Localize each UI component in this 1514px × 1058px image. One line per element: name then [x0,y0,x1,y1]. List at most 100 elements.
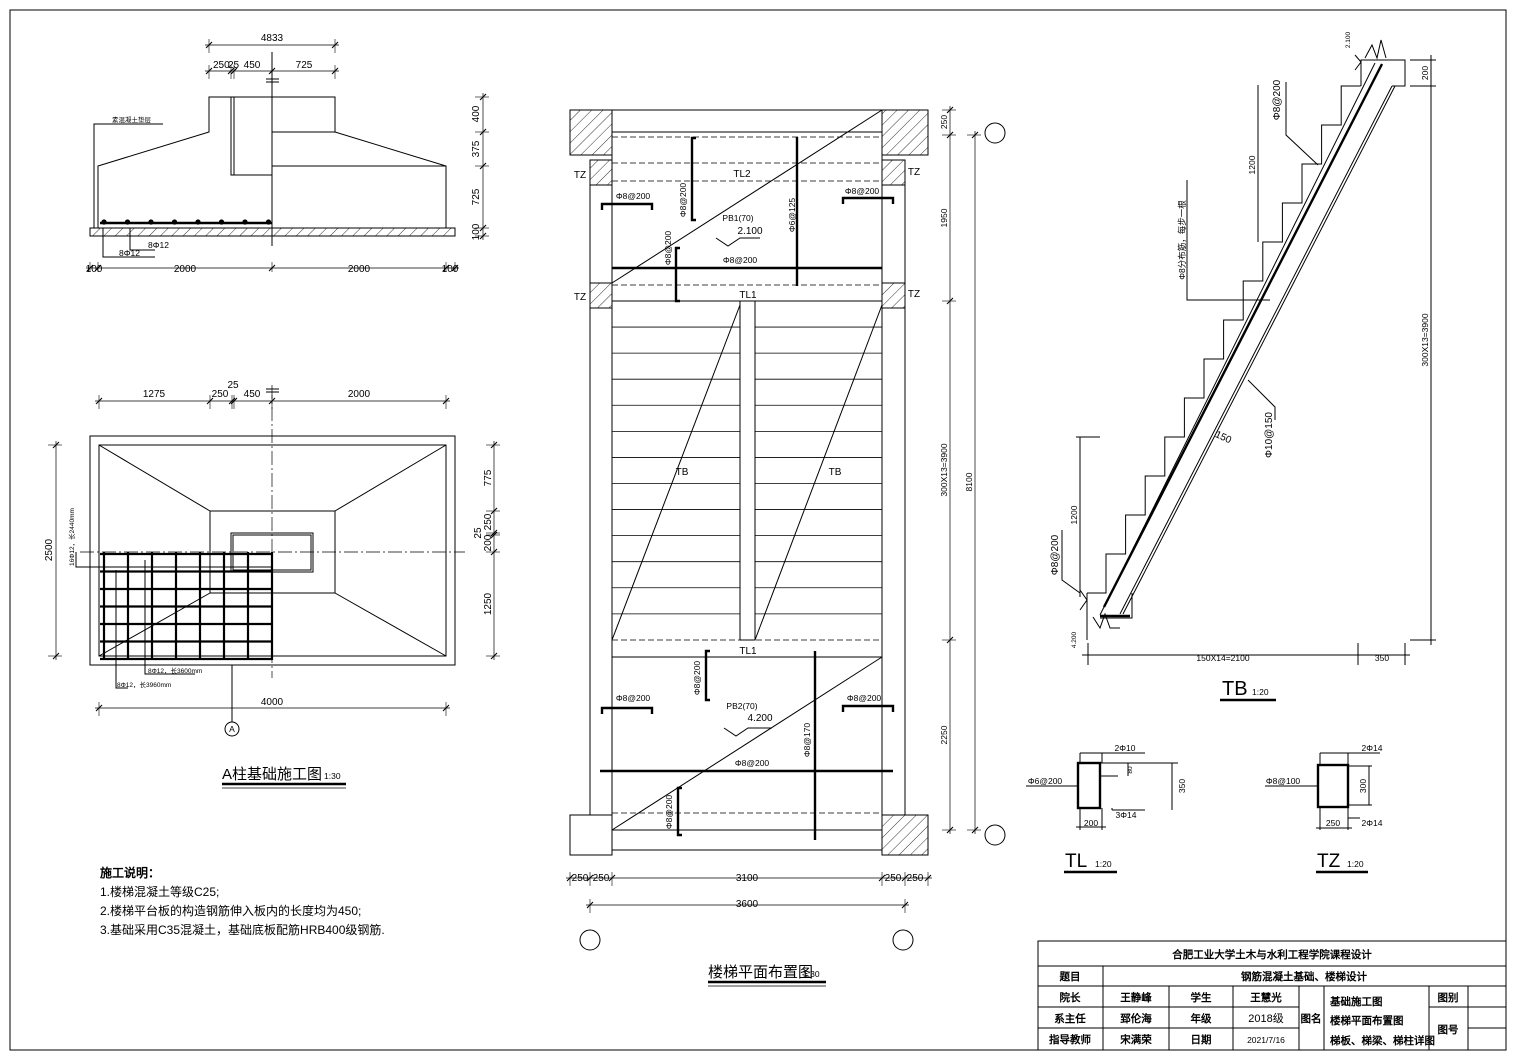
rebar-dot [148,219,154,225]
rebar-dot [171,219,178,225]
date-value: 2021/7/16 [1247,1035,1285,1045]
stair-plan-title: 楼梯平面布置图 [708,964,813,981]
elevation-4200: 4.200 [747,713,772,724]
rebar-label: Φ8@200 [723,255,758,265]
tl-top-rebar: 2Φ10 [1115,743,1136,753]
plan-right-dim-2: 250 [483,513,494,530]
bottom-dim: 250 [885,873,902,884]
rebar-label: Φ8@200 [663,231,673,266]
rebar-x1-label: 8Φ12，长3600mm [148,666,202,675]
plan-right-dim-1: 775 [483,469,494,486]
bottom-dim: 3100 [736,873,759,884]
tb-dist-rebar: Φ8分布筋，每步一根 [1177,200,1187,280]
tz-scale: 1:20 [1347,859,1364,869]
foundation-plan-scale: 1:30 [324,771,341,781]
grade-value: 2018级 [1248,1012,1283,1025]
tz-width: 250 [1326,818,1340,828]
tl-scale: 1:20 [1095,859,1112,869]
rebar-dot [242,219,248,225]
right-dim: 300X13=3900 [939,443,949,496]
rebar-dot [195,219,201,225]
tb-h-top: 1200 [1247,155,1257,174]
tz-label: TZ [574,292,586,303]
tz-bottom-rebar: 2Φ14 [1362,818,1383,828]
tb-label: TB [676,467,689,478]
rebar-dot [101,219,107,225]
student-value: 王慧光 [1250,991,1282,1004]
note-item: 2.楼梯平台板的构造钢筋伸入板内的长度均为450; [100,903,361,918]
dean-label: 院长 [1060,991,1082,1004]
tz-title: TZ [1317,851,1341,872]
tb-bottom-rebar: Φ8@200 [1050,534,1061,575]
tb-thickness: 150 [1213,429,1233,446]
advisor-value: 宋满荣 [1119,1033,1152,1046]
rebar-dot [265,219,272,225]
plan-right-dim-4: 200 [483,534,494,551]
base-dim-4: 100 [442,264,459,275]
rebar-label: Φ8@200 [616,191,651,201]
drawing-name: 梯板、梯梁、梯柱详图 [1330,1034,1435,1047]
dim-d: 725 [296,60,313,71]
category-label: 图别 [1438,991,1459,1004]
rebar-label: Φ8@170 [802,723,812,758]
rebar-label: Φ8@200 [692,661,702,696]
number-label: 图号 [1438,1024,1459,1036]
bottom-dim: 250 [593,873,610,884]
height-3: 725 [471,188,482,205]
tb-run: 150X14=2100 [1196,653,1249,663]
foundation-plan-title: A柱基础施工图 [222,766,322,783]
plan-top-dim-4: 450 [244,389,261,400]
tb-main-rebar: Φ10@150 [1264,412,1275,458]
dim-total: 4833 [261,33,284,44]
tb-title: TB [1222,678,1248,700]
tl1-label: TL1 [739,290,757,301]
foundation-plan: 1275 250 25 450 2000 2500 775 250 25 200… [44,380,494,789]
school-name: 合肥工业大学土木与水利工程学院课程设计 [1171,948,1372,961]
drawing-name: 楼梯平面布置图 [1330,1014,1404,1027]
dim-a: 250 [213,60,230,71]
foundation-section: 4833 250 25 450 725 素混凝土垫层 8Φ12 8Φ12 400… [86,33,482,275]
tl-cover: 80 [1127,766,1134,774]
tl-stirrup: Φ6@200 [1028,776,1063,786]
tz-stirrup: Φ8@100 [1266,776,1301,786]
tb-h-bottom: 1200 [1069,505,1079,524]
bottom-dim: 250 [572,873,589,884]
note-item: 1.楼梯混凝土等级C25; [100,884,219,899]
title-block: 合肥工业大学土木与水利工程学院课程设计 题目 钢筋混凝土基础、楼梯设计 院长 王… [1037,940,1507,1051]
subject-value: 钢筋混凝土基础、楼梯设计 [1241,970,1367,983]
rebar-label: Φ8@200 [845,186,880,196]
right-dim: 250 [939,115,949,129]
date-label: 日期 [1191,1033,1212,1046]
plan-bottom-dim: 4000 [261,697,284,708]
construction-notes: 施工说明： 1.楼梯混凝土等级C25; 2.楼梯平台板的构造钢筋伸入板内的长度均… [100,865,385,937]
sheet-border [9,9,1507,1051]
grade-label: 年级 [1191,1012,1213,1025]
tb-elev-top: 2.100 [1345,31,1352,48]
base-dim-3: 2000 [348,264,371,275]
tl-width: 200 [1084,818,1098,828]
tb-detail: 2.100 Φ8@200 1200 Φ8分布筋，每步一根 Φ10@150 150… [1050,31,1436,702]
height-2: 375 [471,140,482,157]
dean-value: 王静峰 [1120,991,1152,1004]
plan-top-dim-3: 25 [227,380,239,391]
rebar-y-label: 16Φ12，长2440mm [67,508,76,566]
rebar-label-1: 8Φ12 [148,240,169,250]
head-label: 系主任 [1054,1012,1086,1025]
right-dim: 2250 [939,725,949,744]
tz-detail: 2Φ14 Φ8@100 2Φ14 300 250 TZ 1:20 [1265,743,1383,874]
tb-top-rebar: Φ8@200 [1272,79,1283,120]
rebar-dot [218,219,225,225]
stair-plan-scale: 1:30 [803,969,820,979]
note-item: 3.基础采用C35混凝土，基础底板配筋HRB400级钢筋. [100,922,385,937]
rebar-x2-label: 8Φ12，长3960mm [117,680,171,689]
rebar-label: Φ8@200 [847,693,882,703]
tl-detail: 2Φ10 Φ6@200 3Φ14 350 80 200 TL 1:20 [1026,743,1187,874]
bottom-dim: 250 [907,873,924,884]
tl1-label: TL1 [739,646,757,657]
drawing-name-label: 图名 [1301,1012,1322,1025]
tl2-label: TL2 [733,169,751,180]
head-value: 郅伦海 [1120,1012,1152,1025]
tz-height: 300 [1358,779,1368,793]
notes-heading: 施工说明： [100,865,160,880]
plan-right-dim-3: 25 [473,527,484,539]
